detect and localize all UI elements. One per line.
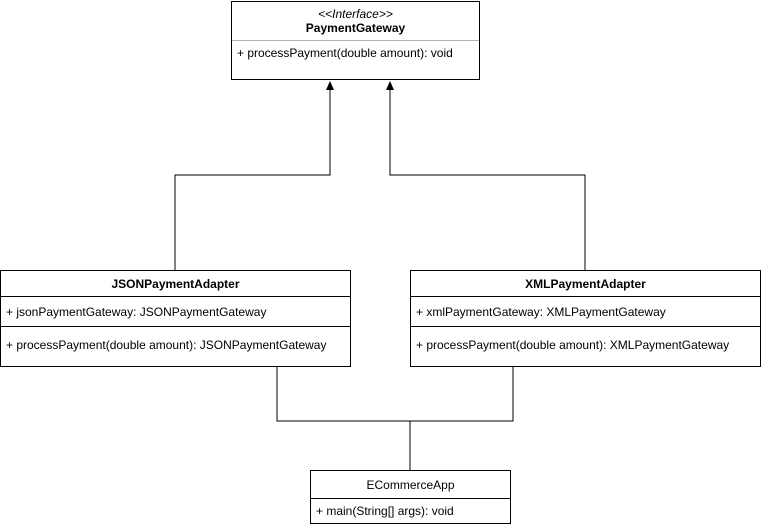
xml-adapter-attribute: + xmlPaymentGateway: XMLPaymentGateway bbox=[416, 304, 666, 319]
xml-adapter-header: XMLPaymentAdapter bbox=[411, 271, 760, 297]
payment-gateway-interface-box[interactable]: <<Interface>> PaymentGateway + processPa… bbox=[231, 1, 480, 80]
interface-stereotype: <<Interface>> bbox=[318, 7, 393, 21]
ecommerce-app-name: ECommerceApp bbox=[366, 477, 455, 492]
payment-gateway-method: + processPayment(double amount): void bbox=[237, 46, 453, 60]
xml-adapter-to-app-line bbox=[410, 366, 514, 422]
xml-adapter-name: XMLPaymentAdapter bbox=[525, 276, 646, 291]
json-payment-adapter-box[interactable]: JSONPaymentAdapter + jsonPaymentGateway:… bbox=[0, 270, 351, 367]
payment-gateway-methods: + processPayment(double amount): void bbox=[232, 41, 479, 65]
json-to-interface-arrowhead bbox=[326, 81, 334, 90]
payment-gateway-name: PaymentGateway bbox=[305, 21, 406, 35]
ecommerce-app-header: ECommerceApp bbox=[311, 471, 510, 499]
json-adapter-to-app-line bbox=[276, 366, 410, 422]
json-adapter-attributes: + jsonPaymentGateway: JSONPaymentGateway bbox=[1, 297, 350, 327]
ecommerce-app-method: + main(String[] args): void bbox=[316, 504, 454, 518]
json-adapter-methods: + processPayment(double amount): JSONPay… bbox=[1, 327, 350, 363]
ecommerce-app-methods: + main(String[] args): void bbox=[311, 499, 510, 523]
xml-adapter-attributes: + xmlPaymentGateway: XMLPaymentGateway bbox=[411, 297, 760, 327]
xml-payment-adapter-box[interactable]: XMLPaymentAdapter + xmlPaymentGateway: X… bbox=[410, 270, 761, 367]
xml-adapter-methods: + processPayment(double amount): XMLPaym… bbox=[411, 327, 760, 363]
xml-to-interface-line bbox=[389, 88, 586, 270]
json-adapter-attribute: + jsonPaymentGateway: JSONPaymentGateway bbox=[6, 304, 267, 319]
json-adapter-name: JSONPaymentAdapter bbox=[111, 276, 240, 291]
json-adapter-header: JSONPaymentAdapter bbox=[1, 271, 350, 297]
xml-to-interface-arrowhead bbox=[386, 81, 394, 90]
json-adapter-method: + processPayment(double amount): JSONPay… bbox=[6, 338, 327, 352]
json-to-interface-line bbox=[174, 88, 331, 270]
ecommerce-app-box[interactable]: ECommerceApp + main(String[] args): void bbox=[310, 470, 511, 524]
payment-gateway-header: <<Interface>> PaymentGateway bbox=[232, 2, 479, 41]
xml-adapter-method: + processPayment(double amount): XMLPaym… bbox=[416, 338, 730, 352]
